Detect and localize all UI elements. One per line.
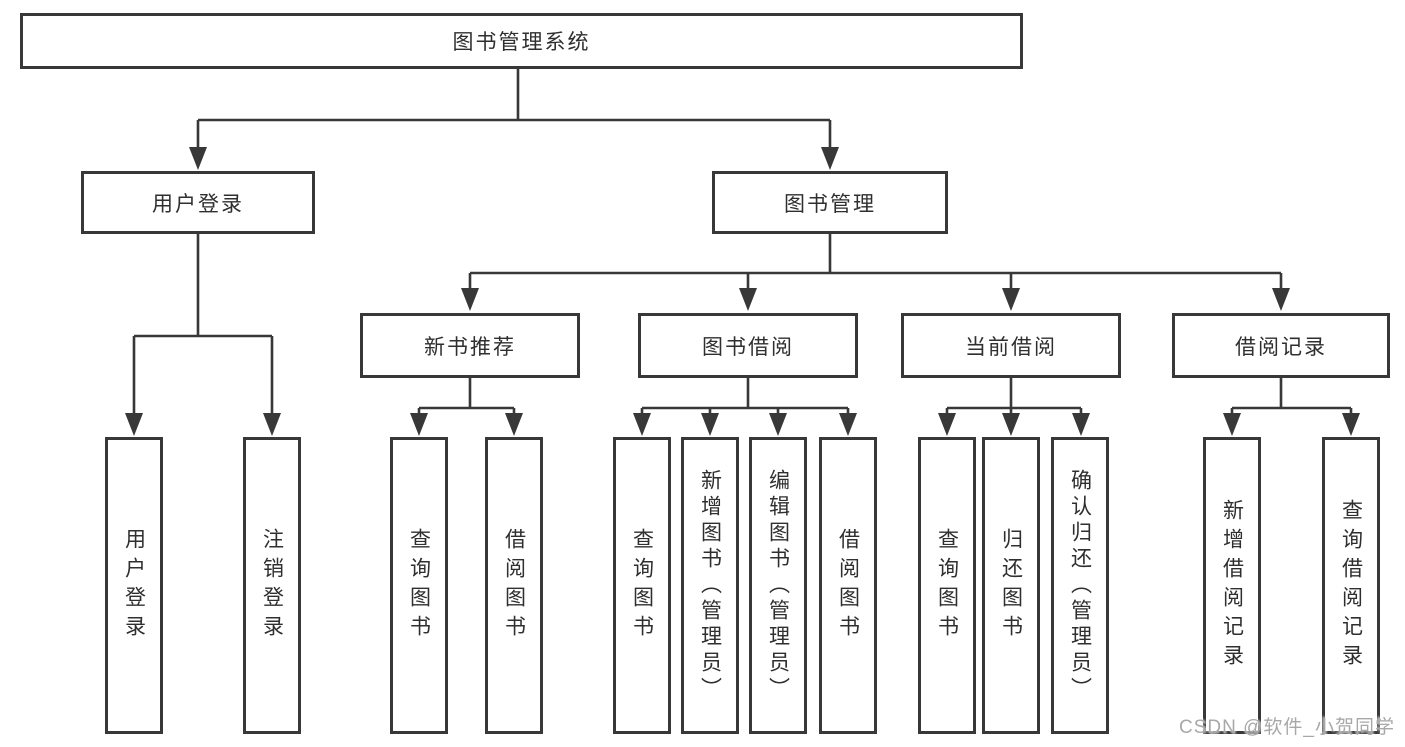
leaf-label: 用户登录 — [122, 527, 146, 644]
arrowhead — [839, 413, 857, 436]
leaf-return-books: 归还图书 — [982, 437, 1040, 734]
leaf-query-borrow-record: 查询借阅记录 — [1322, 437, 1380, 734]
connector-book-management-to-level3 — [468, 233, 1283, 292]
arrowhead — [505, 413, 523, 436]
leaf-label: 查询图书 — [407, 527, 431, 644]
connector-borrow-records-to-leaves — [1230, 377, 1353, 418]
arrowhead — [1272, 288, 1290, 311]
node-user-login: 用户登录 — [81, 171, 315, 234]
connector-book-borrowing-to-leaves — [640, 377, 850, 418]
leaf-add-books-admin: 新增图书（管理员） — [681, 437, 739, 734]
leaf-borrow-books: 借阅图书 — [485, 437, 543, 734]
leaf-query-books: 查询图书 — [918, 437, 976, 734]
connector-current-borrowing-to-leaves — [945, 377, 1083, 418]
arrowhead — [1223, 413, 1241, 436]
leaf-label: 新增借阅记录 — [1220, 498, 1244, 673]
node-new-book-recommend: 新书推荐 — [360, 313, 580, 378]
leaf-user-login: 用户登录 — [105, 437, 163, 734]
leaf-query-books: 查询图书 — [390, 437, 448, 734]
node-label: 新书推荐 — [424, 335, 516, 359]
arrowhead — [189, 147, 207, 170]
node-current-borrowing: 当前借阅 — [901, 313, 1121, 378]
leaf-label: 编辑图书（管理员） — [766, 468, 790, 703]
leaf-confirm-return-admin: 确认归还（管理员） — [1051, 437, 1109, 734]
arrowhead — [410, 413, 428, 436]
node-label: 图书管理系统 — [452, 31, 591, 54]
arrowhead — [1002, 288, 1020, 311]
arrowhead — [1342, 413, 1360, 436]
node-label: 用户登录 — [152, 192, 244, 216]
leaf-query-books: 查询图书 — [613, 437, 671, 734]
node-book-borrowing: 图书借阅 — [638, 313, 858, 378]
arrowhead — [938, 413, 956, 436]
leaf-label: 归还图书 — [999, 527, 1023, 644]
connector-user-login-to-leaves — [132, 233, 274, 418]
leaf-label: 借阅图书 — [836, 527, 860, 644]
node-borrow-records: 借阅记录 — [1172, 313, 1390, 378]
leaf-edit-books-admin: 编辑图书（管理员） — [749, 437, 807, 734]
arrowhead — [821, 147, 839, 170]
node-book-management: 图书管理 — [712, 171, 948, 234]
arrowhead — [701, 413, 719, 436]
arrowhead — [461, 288, 479, 311]
leaf-label: 查询图书 — [630, 527, 654, 644]
leaf-label: 新增图书（管理员） — [698, 468, 722, 703]
arrowhead — [739, 288, 757, 311]
arrowhead — [1002, 413, 1020, 436]
node-label: 当前借阅 — [965, 335, 1057, 359]
leaf-label: 借阅图书 — [502, 527, 526, 644]
arrowhead — [263, 413, 281, 436]
leaf-label: 查询借阅记录 — [1339, 498, 1363, 673]
leaf-label: 查询图书 — [935, 527, 959, 644]
node-label: 借阅记录 — [1235, 335, 1327, 359]
node-label: 图书借阅 — [702, 335, 794, 359]
connector-root-to-level2 — [196, 68, 832, 150]
connector-new-book-recommend-to-leaves — [417, 377, 516, 418]
leaf-add-borrow-record: 新增借阅记录 — [1203, 437, 1261, 734]
node-root-library-system: 图书管理系统 — [20, 13, 1023, 69]
arrowhead — [1072, 413, 1090, 436]
arrowhead — [125, 413, 143, 436]
leaf-borrow-books: 借阅图书 — [819, 437, 877, 734]
leaf-label: 确认归还（管理员） — [1068, 468, 1092, 703]
leaf-logout: 注销登录 — [243, 437, 301, 734]
arrowhead — [633, 413, 651, 436]
leaf-label: 注销登录 — [260, 527, 284, 644]
arrowhead — [769, 413, 787, 436]
node-label: 图书管理 — [784, 192, 876, 216]
